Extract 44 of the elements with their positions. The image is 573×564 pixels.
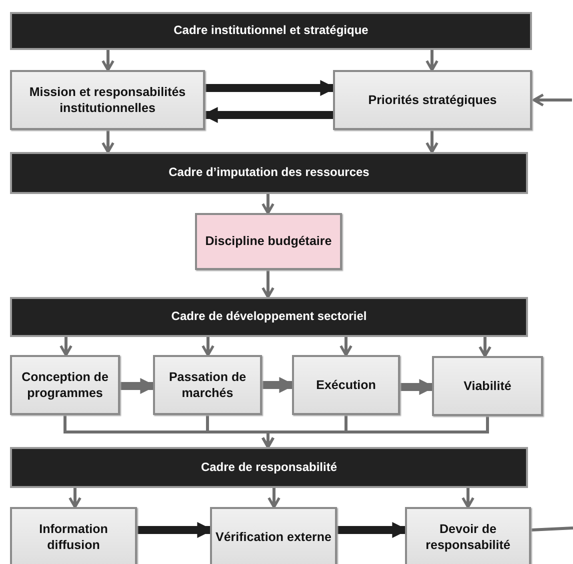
process-box bbox=[10, 507, 137, 564]
node-label: Passation de marchés bbox=[168, 368, 248, 402]
process-box bbox=[333, 70, 532, 130]
header-bar bbox=[10, 447, 528, 488]
node-label: Information diffusion bbox=[38, 520, 109, 554]
process-box bbox=[10, 70, 205, 130]
arrow bbox=[426, 50, 438, 72]
process-box bbox=[292, 355, 400, 415]
connector-line bbox=[530, 526, 573, 532]
node-label: Discipline budgétaire bbox=[205, 233, 332, 250]
process-box bbox=[405, 507, 531, 564]
node-label: Cadre d’imputation des ressources bbox=[168, 165, 370, 181]
arrow bbox=[478, 337, 492, 358]
arrow bbox=[202, 337, 214, 356]
arrow bbox=[68, 488, 82, 508]
process-box bbox=[210, 507, 337, 564]
node-label: Conception de programmes bbox=[20, 368, 110, 402]
arrow bbox=[532, 94, 572, 106]
header-bar bbox=[10, 12, 532, 50]
node-label: Viabilité bbox=[464, 378, 512, 394]
process-box bbox=[432, 356, 543, 416]
node-label: Cadre de développement sectoriel bbox=[171, 309, 367, 325]
arrow bbox=[262, 416, 489, 448]
node-label: Cadre de responsabilité bbox=[200, 460, 338, 476]
arrow bbox=[60, 337, 72, 356]
arrow bbox=[102, 50, 114, 72]
header-bar bbox=[10, 297, 528, 337]
process-box bbox=[10, 355, 120, 415]
arrow bbox=[268, 488, 280, 508]
arrow bbox=[262, 194, 274, 214]
arrow bbox=[426, 130, 438, 154]
process-box bbox=[195, 213, 342, 270]
node-label: Cadre institutionnel et stratégique bbox=[174, 23, 368, 39]
header-bar bbox=[10, 152, 528, 194]
node-label: Devoir de responsabilité bbox=[424, 520, 512, 554]
process-box bbox=[153, 355, 262, 415]
arrow bbox=[462, 488, 474, 508]
arrow bbox=[340, 337, 352, 356]
arrow bbox=[102, 130, 114, 154]
node-label: Mission et responsabilités institutionnelles bbox=[28, 84, 187, 116]
node-label: Vérification externe bbox=[215, 528, 332, 546]
node-label: Priorités stratégiques bbox=[368, 92, 497, 108]
node-label: Exécution bbox=[316, 376, 376, 394]
arrow bbox=[262, 270, 274, 298]
